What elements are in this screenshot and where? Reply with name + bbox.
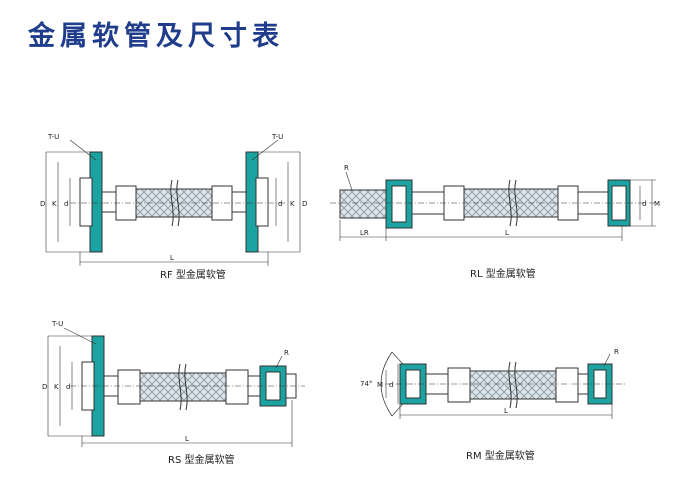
rf-dim-D-right: D: [302, 200, 307, 208]
rm-dim-angle: 74°: [360, 380, 372, 388]
rm-braid: [469, 370, 557, 400]
rl-caption: RL 型金属软管: [470, 269, 536, 280]
rm-dim-M: M: [377, 381, 383, 389]
rf-dim-K-left: K: [52, 200, 57, 208]
rm-dim-d: d: [389, 381, 393, 389]
page-title: 金属软管及尺寸表: [28, 21, 284, 52]
rs-diagram: T-U D K d R L: [42, 320, 305, 447]
rm-diagram: 74° M d R L: [360, 348, 625, 419]
rm-dim-R: R: [614, 348, 619, 356]
rl-diagram: R LR L d M: [330, 164, 660, 241]
rf-dim-tu-right: T-U: [271, 133, 283, 141]
rs-braid: [139, 372, 227, 402]
rs-dim-d: d: [66, 383, 70, 391]
rs-caption: RS 型金属软管: [168, 455, 235, 466]
rs-dim-tu: T-U: [51, 320, 63, 328]
rs-dim-D: D: [42, 383, 47, 391]
rf-dim-d-left: d: [64, 200, 68, 208]
rl-dim-M: M: [654, 200, 660, 208]
rm-cone-angle: [380, 351, 393, 417]
rf-diagram: T-U T-U D K d D K d L: [40, 133, 307, 266]
rs-dim-K: K: [54, 383, 59, 391]
rf-dim-L: L: [170, 254, 174, 262]
rl-dim-d: d: [642, 200, 646, 208]
rs-dim-L: L: [185, 435, 189, 443]
rf-caption: RF 型金属软管: [160, 270, 226, 281]
rm-caption: RM 型金属软管: [466, 451, 535, 462]
rl-dim-LR: LR: [360, 229, 369, 237]
rf-dim-d-right: d: [278, 200, 282, 208]
rm-dim-L: L: [504, 407, 508, 415]
rl-dim-R: R: [344, 164, 349, 172]
rf-dim-D-left: D: [40, 200, 45, 208]
rs-dim-R: R: [284, 349, 289, 357]
rf-dim-tu-left: T-U: [47, 133, 59, 141]
rl-dim-L: L: [505, 229, 509, 237]
rf-dim-K-right: K: [290, 200, 295, 208]
